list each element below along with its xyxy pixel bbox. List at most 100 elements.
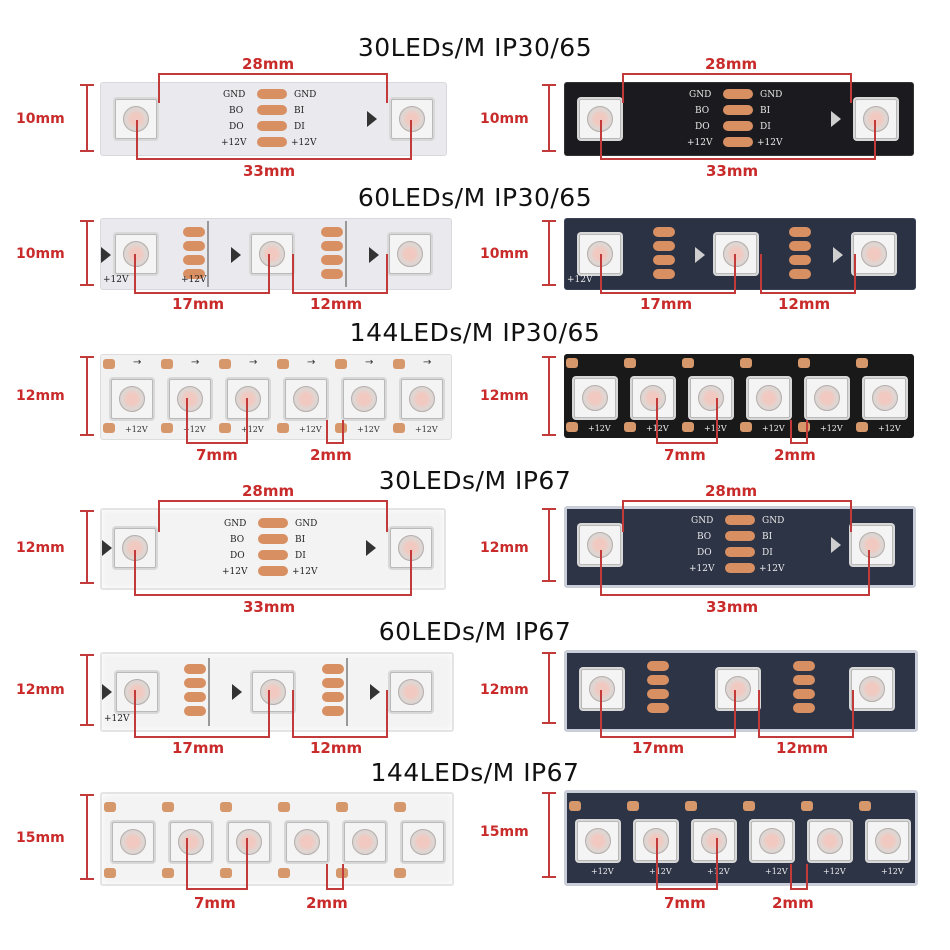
pitch-dimension-label: 28mm — [705, 482, 758, 500]
height-dimension-label: 15mm — [480, 824, 529, 840]
dimension-line — [548, 356, 550, 436]
copper-pad — [798, 422, 810, 432]
pad-label: DI — [760, 122, 771, 132]
cut-line — [346, 658, 348, 726]
dimension-line — [410, 120, 412, 160]
pad-label: +12V — [762, 424, 785, 433]
data-direction-arrow-icon: → — [133, 357, 142, 368]
led-strip: +12V — [100, 652, 454, 732]
copper-pad — [723, 137, 753, 147]
led-lens — [236, 829, 262, 855]
dimension-line — [186, 442, 248, 444]
dimension-line — [542, 580, 556, 582]
copper-pad — [569, 801, 581, 811]
copper-pad — [258, 534, 288, 544]
led-strip: →→→→→→ +12V+12V+12V+12V+12V+12V — [100, 354, 452, 440]
led-lens — [861, 241, 887, 267]
pad-label: +12V — [181, 275, 207, 285]
dimension-line — [656, 838, 658, 890]
5050-rgb-led-icon — [581, 669, 623, 709]
pad-label: +12V — [241, 425, 264, 434]
led-lens — [399, 106, 425, 132]
copper-pad — [321, 255, 343, 265]
dimension-line — [548, 84, 550, 152]
led-lens — [863, 106, 889, 132]
5050-rgb-led-icon — [748, 378, 790, 418]
5050-rgb-led-icon — [577, 821, 619, 861]
dimension-line — [600, 690, 602, 738]
dimension-line — [268, 690, 270, 738]
copper-pad — [566, 358, 578, 368]
pad-label: +12V — [689, 564, 715, 574]
copper-pad — [653, 241, 675, 251]
span-dimension-label: 2mm — [306, 894, 348, 912]
copper-pad — [394, 868, 406, 878]
led-lens — [640, 385, 666, 411]
dimension-line — [600, 292, 736, 294]
pitch-dimension-label: 7mm — [196, 446, 238, 464]
copper-pad — [743, 801, 755, 811]
dimension-line — [716, 838, 718, 890]
dimension-line — [342, 864, 344, 890]
dimension-line — [80, 284, 94, 286]
dimension-line — [134, 690, 136, 738]
copper-pad — [257, 105, 287, 115]
data-direction-arrow-icon: → — [365, 357, 374, 368]
dimension-line — [542, 150, 556, 152]
dimension-line — [656, 442, 718, 444]
dimension-line — [850, 500, 852, 532]
pad-label: BI — [760, 106, 771, 116]
dimension-line — [850, 73, 852, 103]
height-dimension-label: 10mm — [480, 246, 529, 262]
5050-rgb-led-icon — [717, 669, 759, 709]
dimension-line — [136, 158, 412, 160]
5050-rgb-led-icon — [867, 821, 909, 861]
dimension-line — [86, 794, 88, 880]
cut-line — [345, 221, 347, 287]
pad-label: GND — [223, 90, 246, 100]
dimension-line — [790, 442, 808, 444]
dimension-line — [326, 864, 328, 890]
data-direction-arrow-icon — [231, 247, 241, 263]
dimension-line — [790, 420, 792, 444]
dimension-line — [410, 550, 412, 596]
pad-label: GND — [691, 516, 714, 526]
led-lens — [759, 828, 785, 854]
section-title-144-ip30-65: 144LEDs/M IP30/65 — [349, 318, 601, 347]
pad-label: +12V — [221, 138, 247, 148]
copper-pad — [161, 359, 173, 369]
copper-pad — [104, 868, 116, 878]
pad-label: +12V — [687, 138, 713, 148]
pad-label: GND — [295, 519, 318, 529]
pad-label: DI — [294, 122, 305, 132]
dimension-line — [656, 398, 658, 444]
led-lens — [589, 676, 615, 702]
pad-label: +12V — [759, 564, 785, 574]
copper-pad — [789, 241, 811, 251]
dimension-line — [326, 442, 344, 444]
copper-pad — [740, 422, 752, 432]
led-strip — [564, 650, 918, 732]
dimension-line — [790, 888, 808, 890]
pad-label: +12V — [104, 714, 130, 724]
dimension-line — [342, 420, 344, 444]
copper-pad — [258, 550, 288, 560]
copper-pad — [162, 868, 174, 878]
data-direction-arrow-icon — [367, 111, 377, 127]
led-lens — [585, 828, 611, 854]
pad-label: BO — [697, 532, 712, 542]
cut-line — [208, 658, 210, 726]
copper-pad — [793, 689, 815, 699]
pitch-dimension-label: 17mm — [172, 295, 225, 313]
pitch-dimension-label: 17mm — [632, 739, 685, 757]
span-dimension-label: 12mm — [310, 295, 363, 313]
copper-pad — [278, 802, 290, 812]
dimension-line — [292, 736, 388, 738]
pad-label: BO — [229, 106, 244, 116]
dimension-line — [80, 654, 94, 656]
dimension-line — [158, 500, 160, 532]
5050-rgb-led-icon — [693, 821, 735, 861]
dimension-line — [600, 550, 602, 596]
